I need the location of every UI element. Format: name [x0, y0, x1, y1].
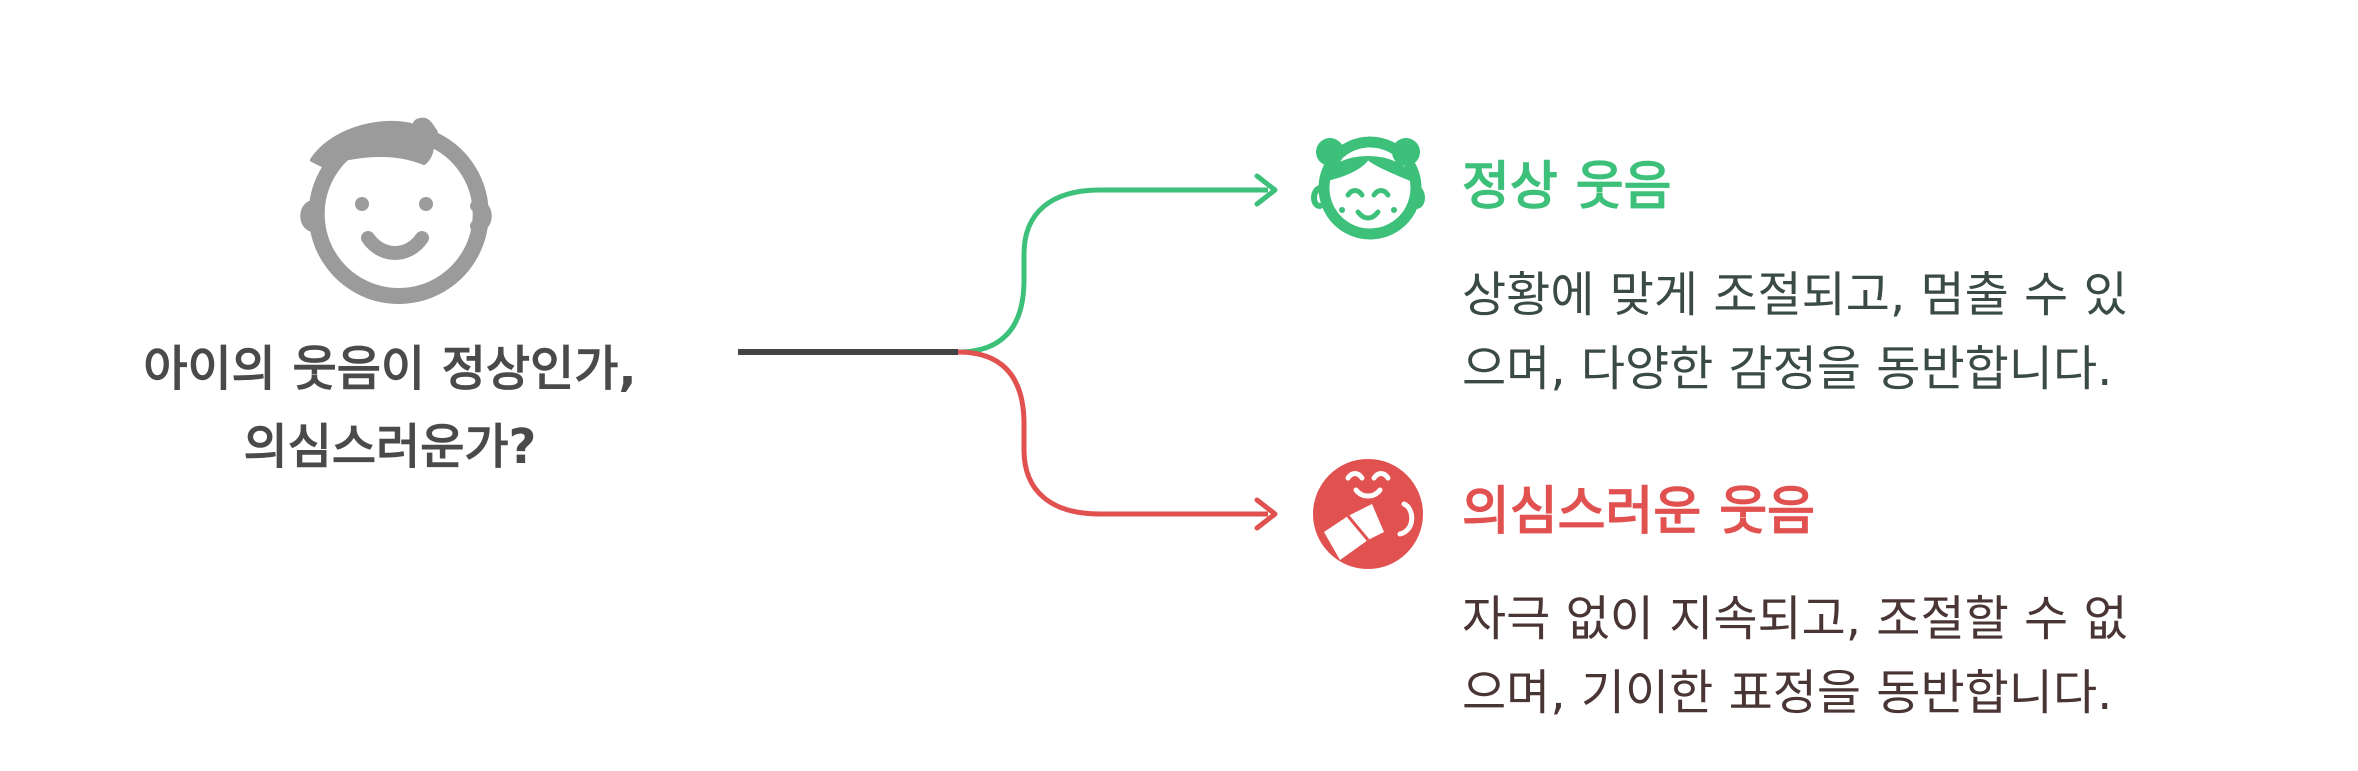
branch-description-normal: 상황에 맞게 조절되고, 멈출 수 있 으며, 다양한 감정을 동반합니다.: [1462, 258, 2322, 406]
branch-description-normal-line1: 상황에 맞게 조절되고, 멈출 수 있: [1462, 267, 2128, 323]
smiling-face-with-book-icon: [1313, 459, 1423, 569]
arrowhead-suspicious: [1254, 497, 1278, 531]
branch-connector-suspicious: [957, 349, 1268, 517]
branch-title-normal: 정상 웃음: [1462, 157, 1672, 217]
branch-connector-normal: [957, 187, 1268, 355]
branch-description-suspicious-line2: 으며, 기이한 표정을 동반합니다.: [1462, 665, 2113, 721]
branch-description-suspicious-line1: 자극 없이 지속되고, 조절할 수 없: [1462, 591, 2128, 647]
root-question-line2: 의심스러운가?: [243, 419, 537, 475]
root-question-line1: 아이의 웃음이 정상인가,: [143, 341, 637, 397]
branch-title-suspicious: 의심스러운 웃음: [1462, 482, 1815, 542]
baby-face-icon: [300, 117, 492, 304]
girl-face-icon: [1311, 136, 1425, 240]
branch-description-normal-line2: 으며, 다양한 감정을 동반합니다.: [1462, 341, 2113, 397]
branch-description-suspicious: 자극 없이 지속되고, 조절할 수 없 으며, 기이한 표정을 동반합니다.: [1462, 582, 2322, 730]
arrowhead-normal: [1254, 173, 1278, 207]
root-question: 아이의 웃음이 정상인가, 의심스러운가?: [60, 330, 720, 486]
